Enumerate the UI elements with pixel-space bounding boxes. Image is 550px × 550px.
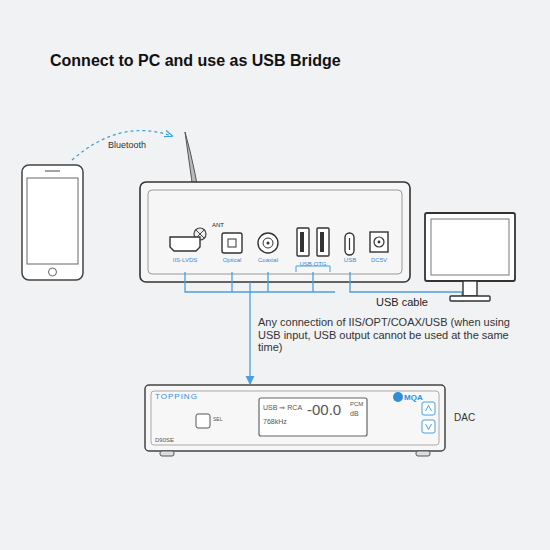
port-label: DC5V: [371, 257, 387, 264]
port-label: Coaxial: [258, 257, 278, 264]
device-label: DAC: [454, 412, 475, 424]
port-label: USB: [344, 257, 356, 264]
bridge-housing: [140, 182, 410, 282]
dac-unit: [145, 385, 445, 456]
port-label: IIS-LVDS: [173, 257, 198, 264]
pc-monitor: [425, 213, 515, 301]
title: Connect to PC and use as USB Bridge: [50, 52, 341, 70]
port-label: Optical: [223, 257, 242, 264]
edge-note: Any connection of IIS/OPT/COAX/USB (when…: [258, 316, 520, 354]
cable-label: USB cable: [376, 296, 428, 309]
phone: [22, 165, 83, 280]
wireless-label: Bluetooth: [108, 140, 146, 150]
connection-arrow: [249, 282, 250, 384]
display-text: 768kHz: [263, 418, 287, 426]
brand-name: TOPPING: [155, 392, 198, 401]
bridge-device: ANT IIS-LVDS Optical CoaxialUSB OTG USB DC5V: [140, 182, 410, 282]
display-text: dB: [350, 410, 359, 418]
mqa-badge: MQA: [404, 393, 423, 402]
port-label: ANT: [212, 222, 224, 229]
bluetooth-arc: [72, 131, 172, 160]
display-text: USB ⇒ RCA: [263, 404, 302, 412]
connection-wires: [185, 266, 335, 292]
button-label: SEL: [213, 417, 222, 423]
model-name: D90SE: [155, 437, 174, 444]
port-label: USB OTG: [299, 261, 326, 268]
display-text: PCM: [350, 401, 363, 408]
dac-box: TOPPING SEL D90SE USB ⇒ RCA 768kHz -00.0 PCM dB…: [145, 385, 445, 451]
display-volume: -00.0: [307, 401, 341, 418]
